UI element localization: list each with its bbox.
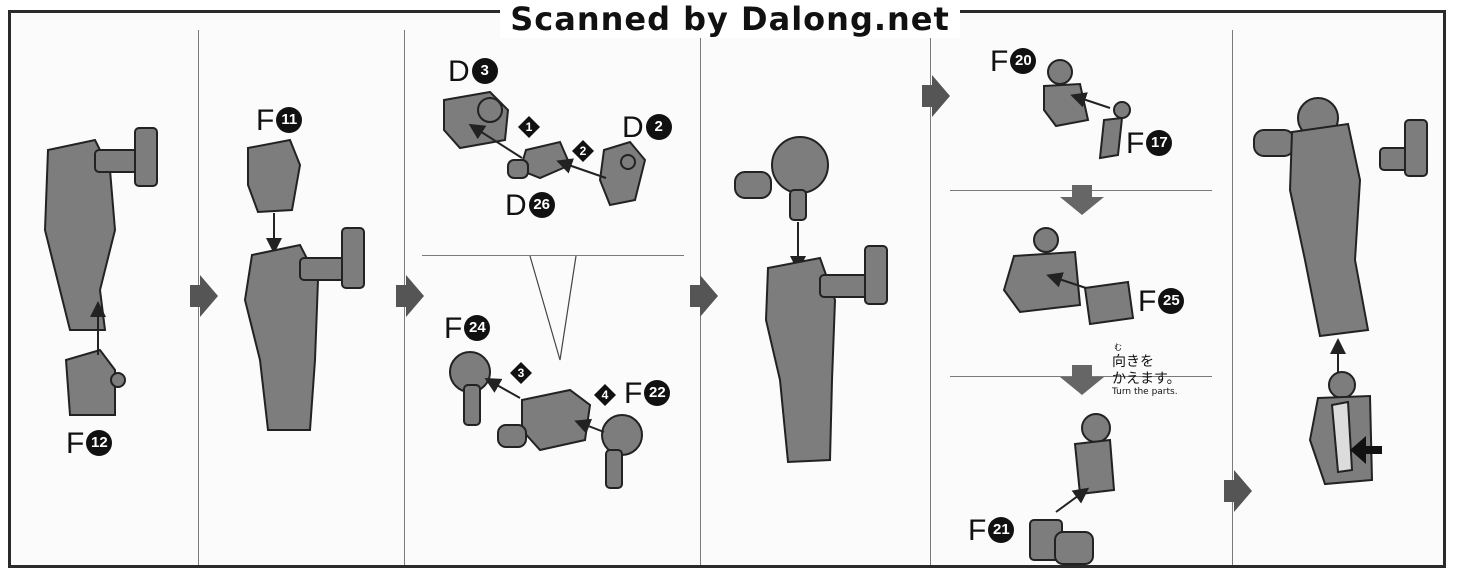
panel5-f25-part [1085,282,1133,324]
down-arrow-2 [1060,365,1104,395]
panel3-d2-part [600,142,645,205]
panel5-body-part [1004,228,1080,312]
watermark: Scanned by Dalong.net [0,0,1460,38]
panel1-f12-part [66,350,125,415]
step-marker-4: 4 [594,384,616,406]
step-arrow-3 [690,275,718,317]
panel4-torso [766,246,887,462]
panel3-body-part [498,390,590,450]
panel3-d3-part [444,92,508,148]
turn-note-english: Turn the parts. [1112,387,1178,397]
down-arrow-1 [1060,185,1104,215]
panel2-torso [245,228,364,430]
panel3-f24-part [450,352,490,425]
callout-lines [530,256,576,360]
step-arrow-1 [190,275,218,317]
step-arrow-4 [922,75,950,117]
panel4-joint-part [735,137,828,220]
step-marker-3: 3 [510,362,532,384]
panel3-f22-part [602,415,642,488]
panel5-f20-part [1044,60,1088,126]
step-marker-2: 2 [572,140,594,162]
panel1-torso [45,128,157,330]
panel2-f11-part [248,140,300,212]
step-arrow-5 [1224,470,1252,512]
panel6-lower-part [1310,372,1372,484]
step-marker-1: 1 [518,116,540,138]
panel3-d26-part [508,142,570,178]
panel3-arrow-b [560,162,606,178]
panel5-arrow-c [1056,490,1086,512]
panel6-assembled-body [1254,98,1427,336]
panel5-lower-body-part [1075,414,1114,494]
turn-note-line2: かえます。 [1112,368,1181,388]
panel5-f21-part [1030,520,1093,564]
step-arrow-2 [396,275,424,317]
